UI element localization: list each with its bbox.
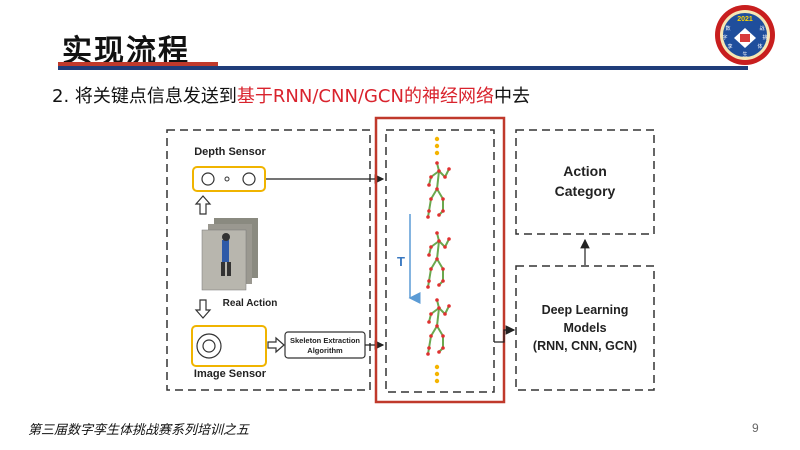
skeleton-joint [441, 197, 445, 201]
subtitle-suffix: 中去 [493, 86, 530, 107]
skeleton-sequence-box [385, 129, 495, 393]
skeleton-joint [441, 209, 445, 213]
skeleton-extraction-label: Algorithm [307, 346, 343, 355]
time-label: T [397, 254, 405, 269]
skeleton-joint [429, 175, 433, 179]
action-category-label: Action [563, 163, 607, 179]
skeleton-joint [447, 304, 451, 308]
skeleton-joint [426, 285, 430, 289]
logo-year: 2021 [737, 16, 753, 23]
deep-learning-box [515, 265, 655, 391]
skeleton-extraction-label: Skeleton Extraction [290, 336, 360, 345]
page-number: 9 [752, 421, 759, 435]
depth-sensor-label: Depth Sensor [194, 146, 266, 158]
real-action-label: Real Action [222, 298, 278, 309]
skeleton-joint [441, 346, 445, 350]
skeleton-joint [447, 167, 451, 171]
skeleton-bone [428, 198, 432, 212]
skeleton-joint [429, 267, 433, 271]
skeleton-joint [427, 253, 431, 257]
subtitle-highlight: 基于RNN/CNN/GCN的神经网络 [236, 86, 494, 107]
logo-char: 数 [725, 25, 730, 32]
deep-learning-label: Models [563, 321, 606, 335]
up-arrow-icon [194, 195, 212, 215]
skeleton-joint [441, 267, 445, 271]
skeleton-bone [430, 325, 438, 337]
skeleton-joint [429, 245, 433, 249]
skeleton-joint [429, 312, 433, 316]
skeleton-bone [436, 170, 440, 190]
skeleton-bone [430, 258, 438, 270]
right-arrow-icon [267, 336, 285, 354]
skeleton-joint [437, 283, 441, 287]
camera-lens-inner-icon [202, 339, 216, 353]
logo-char: 战 [759, 25, 764, 32]
sensor-group-box [166, 129, 371, 391]
footer-text: 第三届数字孪生体挑战赛系列培训之五 [28, 423, 250, 438]
subtitle-prefix: 2. 将关键点信息发送到 [52, 86, 237, 107]
logo-char: 生 [742, 51, 747, 58]
skeleton-joint [437, 169, 441, 173]
logo-char: 挑 [762, 34, 767, 41]
skeleton-joint [427, 209, 431, 213]
competition-logo: 2021 数 字 孪 生 体 挑 战 [714, 4, 776, 66]
down-arrow-icon [194, 299, 212, 319]
skeleton-joint [437, 306, 441, 310]
skeleton-joint [435, 257, 439, 261]
highlight-box [374, 116, 506, 404]
title-underline [58, 66, 748, 70]
skeleton-bone [436, 307, 440, 327]
skeleton-joint [437, 213, 441, 217]
camera-lens-icon [196, 333, 222, 359]
deep-learning-label: (RNN, CNN, GCN) [533, 339, 637, 353]
skeleton-joint [437, 239, 441, 243]
skeleton-joint [435, 231, 439, 235]
skeleton-joint [435, 324, 439, 328]
skeleton-joint [435, 298, 439, 302]
skeleton-bone [436, 325, 444, 337]
depth-lens-icon [201, 172, 215, 186]
skeleton-joint [427, 320, 431, 324]
skeleton-bone [436, 240, 440, 260]
skeleton-joint [437, 350, 441, 354]
skeleton-joint [427, 183, 431, 187]
skeleton-bone [428, 335, 432, 349]
skeleton-joint [443, 312, 447, 316]
depth-lens-icon [242, 172, 256, 186]
image-sensor-device [191, 325, 267, 367]
real-action-photos [201, 218, 258, 291]
image-sensor-label: Image Sensor [193, 368, 267, 380]
skeleton-joint [443, 175, 447, 179]
skeleton-figures [426, 161, 451, 356]
skeleton-joint [447, 237, 451, 241]
action-category-label: Category [555, 183, 616, 199]
skeleton-bone [436, 188, 444, 200]
logo-char: 字 [722, 34, 727, 41]
skeleton-bone [436, 258, 444, 270]
logo-char: 体 [757, 43, 762, 50]
subtitle: 2. 将关键点信息发送到基于RNN/CNN/GCN的神经网络中去 [52, 82, 530, 108]
skeleton-joint [429, 197, 433, 201]
title-underline-accent [58, 62, 218, 66]
sequence-to-model-arrow [494, 325, 516, 343]
skeleton-joint [441, 279, 445, 283]
skeleton-joint [435, 187, 439, 191]
skeleton-joint [427, 279, 431, 283]
skeleton-joint [426, 215, 430, 219]
logo-char: 孪 [727, 43, 732, 50]
skeleton-joint [443, 245, 447, 249]
skeleton-joint [426, 352, 430, 356]
skeleton-joint [441, 334, 445, 338]
skeleton-joint [435, 161, 439, 165]
skeleton-bone [430, 188, 438, 200]
skeleton-joint [427, 346, 431, 350]
ellipsis-dots-bottom [434, 364, 440, 384]
action-category-box [515, 129, 655, 235]
ellipsis-dots-top [434, 136, 440, 156]
skeleton-bone [428, 268, 432, 282]
deep-learning-label: Deep Learning [542, 303, 629, 317]
skeleton-joint [429, 334, 433, 338]
depth-emitter-icon [224, 176, 230, 182]
